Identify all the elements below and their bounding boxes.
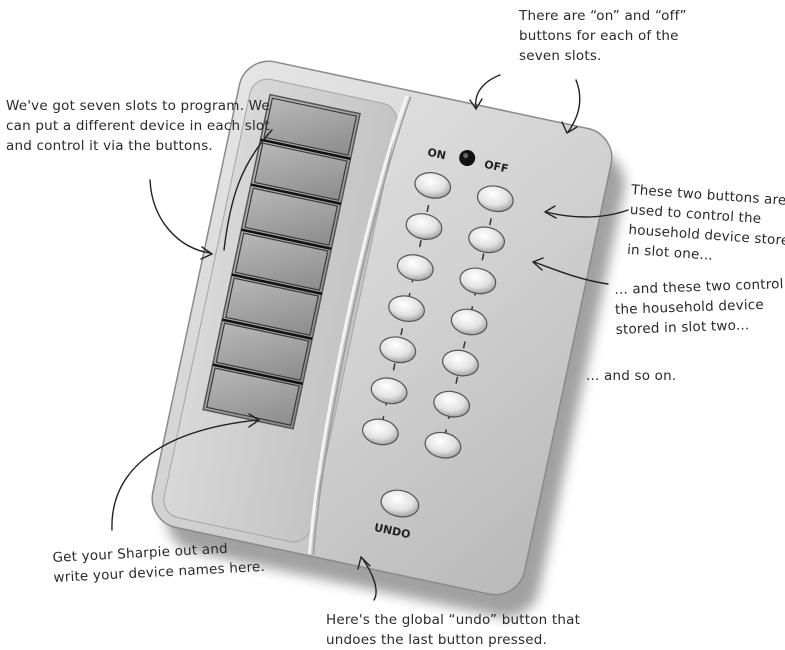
so-on-note: ... and so on.	[586, 366, 676, 386]
undo-note: Here's the global “undo” button that und…	[326, 610, 580, 650]
arrow-slots	[150, 180, 210, 253]
onoff-note: There are “on” and “off” buttons for eac…	[519, 6, 687, 66]
slots-note: We've got seven slots to program. We can…	[6, 96, 270, 156]
slot-two-note: ... and these two control the household …	[614, 274, 785, 340]
slot-one-note: These two buttons are used to control th…	[626, 180, 785, 272]
